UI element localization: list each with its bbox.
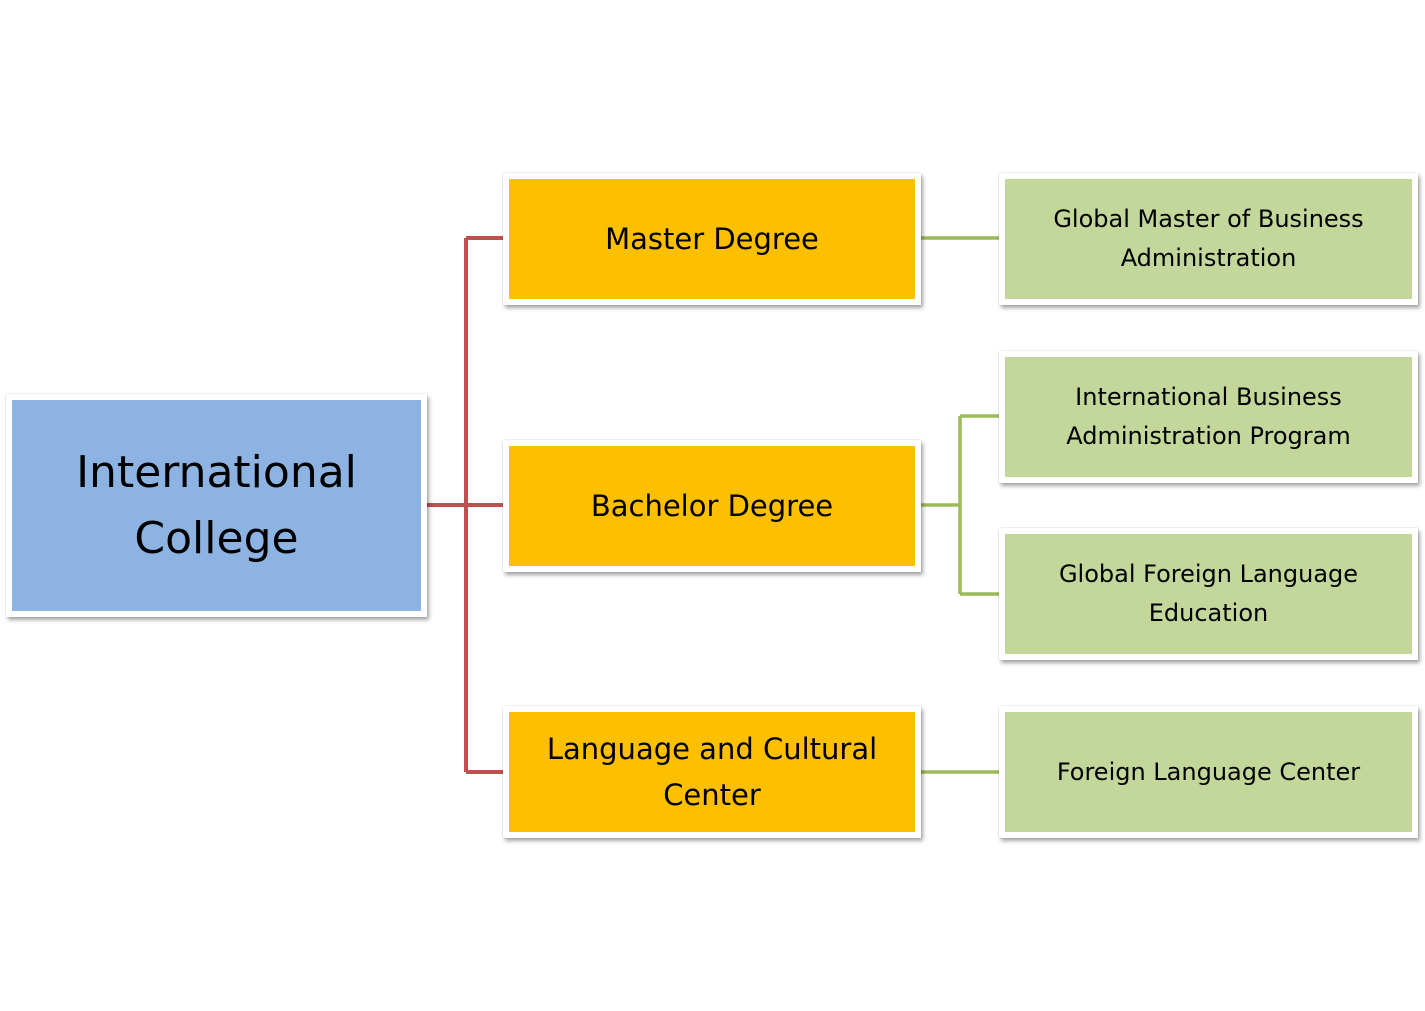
node-language-cultural-center-fill: Language and Cultural Center	[509, 712, 915, 832]
node-gmba-fill: Global Master of Business Administration	[1005, 179, 1412, 299]
root-node-international-college: International College	[6, 394, 427, 617]
node-master-degree-label: Master Degree	[605, 222, 819, 256]
node-gfle-fill: Global Foreign Language Education	[1005, 534, 1412, 654]
root-node-fill: International College	[12, 400, 421, 611]
node-foreign-language-center: Foreign Language Center	[999, 706, 1418, 838]
node-international-business-administration-program: International Business Administration Pr…	[999, 351, 1418, 483]
node-gfle-label: Global Foreign Language Education	[1058, 560, 1359, 627]
node-ibap-fill: International Business Administration Pr…	[1005, 357, 1412, 477]
child-connectors	[921, 236, 999, 774]
node-ibap-label: International Business Administration Pr…	[1066, 383, 1351, 450]
node-global-foreign-language-education: Global Foreign Language Education	[999, 528, 1418, 660]
node-gmba-label: Global Master of Business Administration	[1053, 205, 1364, 272]
node-flc-fill: Foreign Language Center	[1005, 712, 1412, 832]
root-connectors	[427, 236, 503, 774]
node-global-master-business-administration: Global Master of Business Administration	[999, 173, 1418, 305]
node-master-degree: Master Degree	[503, 173, 921, 305]
node-language-cultural-center-label: Language and Cultural Center	[546, 732, 878, 812]
node-bachelor-degree-label: Bachelor Degree	[590, 489, 834, 523]
node-flc-label: Foreign Language Center	[1056, 757, 1361, 786]
node-master-degree-fill: Master Degree	[509, 179, 915, 299]
root-node-label: International College	[76, 446, 357, 564]
node-bachelor-degree: Bachelor Degree	[503, 440, 921, 572]
node-bachelor-degree-fill: Bachelor Degree	[509, 446, 915, 566]
node-language-cultural-center: Language and Cultural Center	[503, 706, 921, 838]
